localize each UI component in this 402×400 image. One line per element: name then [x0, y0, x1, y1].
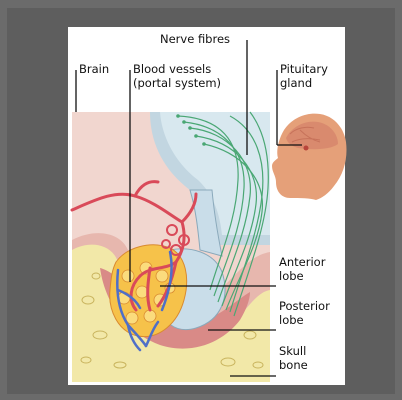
- label-posterior-lobe: lobe: [279, 314, 304, 327]
- label-skull: Skull: [279, 345, 306, 358]
- label-brain: Brain: [79, 63, 109, 76]
- label-nerve-fibres: Nerve fibres: [160, 33, 230, 46]
- label-posterior: Posterior: [279, 300, 330, 313]
- label-anterior-lobe: lobe: [279, 270, 304, 283]
- label-bone: bone: [279, 359, 308, 372]
- label-gland: gland: [280, 77, 312, 90]
- label-pituitary: Pituitary: [280, 63, 328, 76]
- label-portal-system: (portal system): [133, 77, 221, 90]
- head-silhouette-icon: [272, 114, 347, 200]
- label-blood-vessels: Blood vessels: [133, 63, 211, 76]
- label-anterior: Anterior: [279, 256, 325, 269]
